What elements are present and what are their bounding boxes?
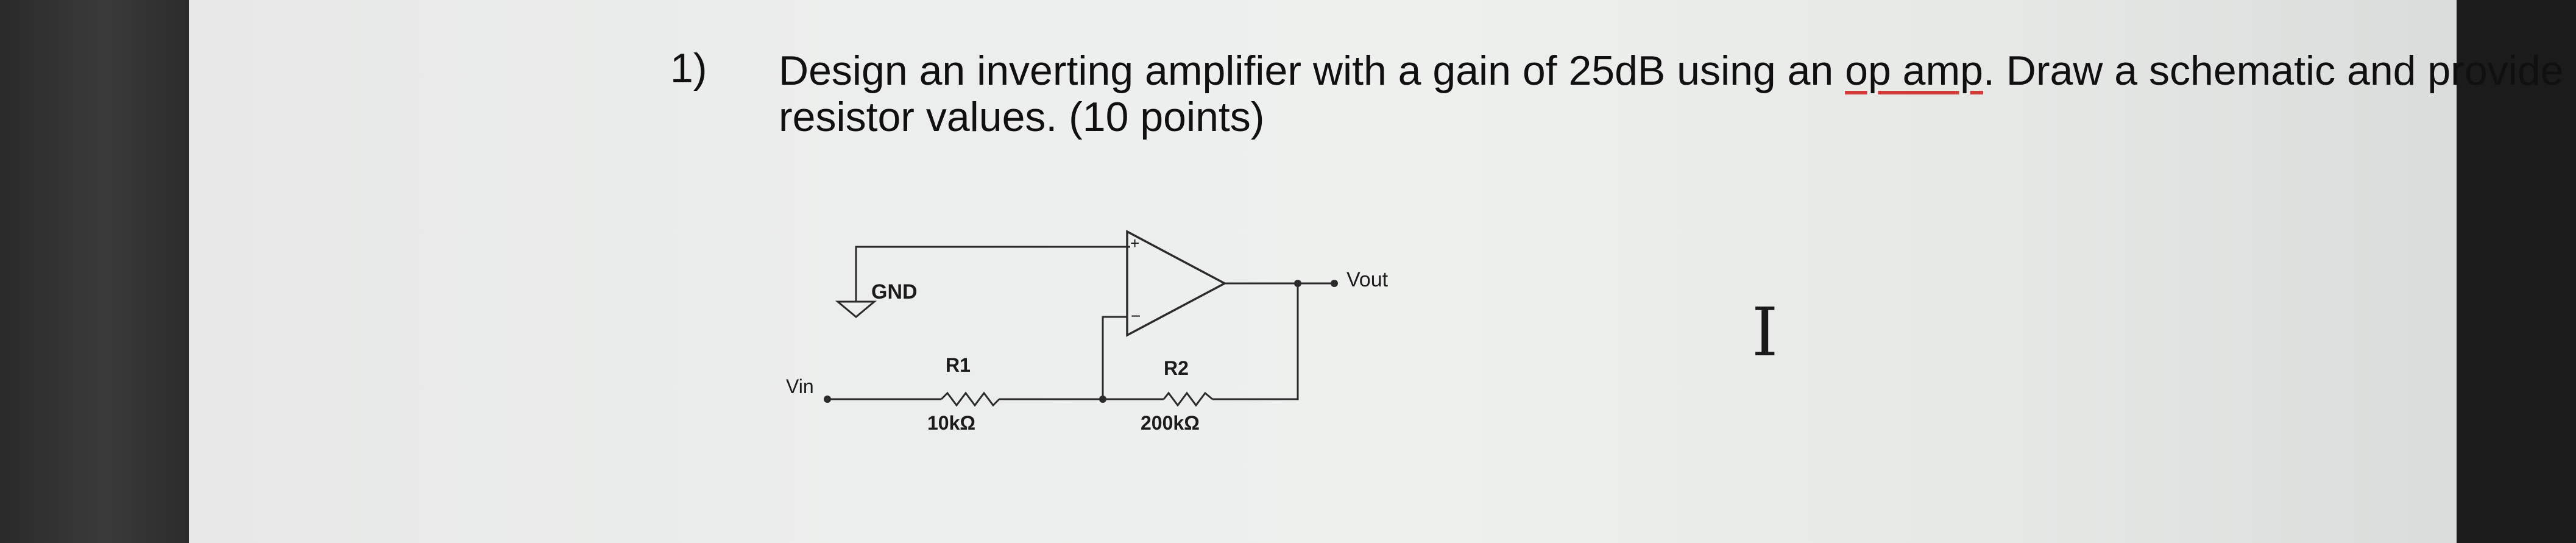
gnd-label: GND xyxy=(871,280,918,303)
r2-name-label: R2 xyxy=(1164,357,1189,379)
question-text: Design an inverting amplifier with a gai… xyxy=(779,48,2576,140)
plus-input-label: + xyxy=(1130,234,1139,252)
document-page: 1) Design an inverting amplifier with a … xyxy=(189,0,2563,543)
r1-name-label: R1 xyxy=(946,354,971,376)
junction-dot-output xyxy=(1294,280,1301,287)
spellcheck-flagged-word[interactable]: op amp xyxy=(1845,48,1983,94)
ground-icon xyxy=(835,300,877,318)
r2-value-label: 200kΩ xyxy=(1141,412,1200,434)
vout-label: Vout xyxy=(1346,268,1389,291)
resistor-r2-icon xyxy=(1162,391,1213,407)
resistor-r1-icon xyxy=(940,391,1000,407)
question-number: 1) xyxy=(670,45,707,91)
inverting-input-wire xyxy=(1102,316,1127,399)
ground-wire xyxy=(855,246,1130,302)
text-cursor-icon: I xyxy=(1752,293,1778,371)
r1-value-label: 10kΩ xyxy=(927,412,975,434)
op-amp-symbol xyxy=(1126,230,1227,337)
question-text-part1: Design an inverting amplifier with a gai… xyxy=(779,48,1845,94)
vin-terminal-dot xyxy=(824,396,831,403)
left-bezel xyxy=(0,0,189,543)
feedback-wire xyxy=(1212,283,1299,400)
inverting-amplifier-schematic: + − GND Vin Vout R1 10kΩ R2 200kΩ xyxy=(786,230,1389,434)
question-text-part2: . Draw a schematic and provide resistor … xyxy=(779,48,2564,141)
minus-input-label: − xyxy=(1131,307,1141,325)
vin-label: Vin xyxy=(786,375,814,397)
vout-terminal-dot xyxy=(1331,280,1338,287)
junction-dot-inverting xyxy=(1099,396,1106,403)
